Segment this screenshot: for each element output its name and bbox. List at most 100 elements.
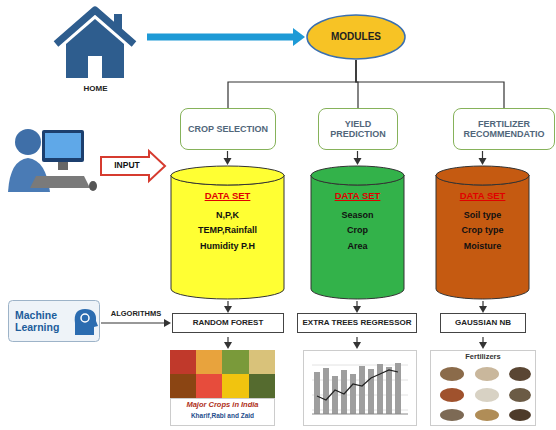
crops-photo-part <box>170 374 196 398</box>
user-computer-icon-part <box>42 130 84 162</box>
crops-photo-part <box>196 350 222 374</box>
yield-chart-part <box>312 414 408 415</box>
module-box: CROP SELECTION <box>180 108 276 150</box>
house-chimney <box>114 14 122 30</box>
dataset-cylinder: DATA SETSeasonCropArea <box>310 165 405 300</box>
house-door <box>88 56 102 78</box>
yield-chart-part <box>368 369 374 414</box>
user-computer-icon-part <box>30 176 90 188</box>
connector <box>147 28 305 46</box>
result-arrow <box>224 337 487 349</box>
node-text: FERTILIZER RECOMMENDATIO <box>460 119 548 140</box>
connector <box>356 60 504 108</box>
input-arrow: INPUT <box>100 150 166 182</box>
crops-photo-part <box>222 350 249 374</box>
node-text: CROP SELECTION <box>188 124 268 134</box>
result-arrow-part <box>353 342 361 349</box>
connector-line <box>356 60 504 108</box>
logo-head <box>75 309 98 335</box>
connector-line <box>228 60 356 108</box>
picture-caption: Kharif,Rabi and Zaid <box>172 412 273 419</box>
crops-photo-part <box>249 350 275 374</box>
yield-chart-part <box>304 351 417 426</box>
yield-chart-part <box>317 370 398 400</box>
fertilizer-photo <box>431 351 536 426</box>
node-text: N,P,K <box>216 210 239 220</box>
module-box: FERTILIZER RECOMMENDATIO <box>453 108 555 150</box>
yield-chart-part <box>377 364 383 414</box>
house-body <box>66 19 124 78</box>
fertilizer-photo-part <box>475 388 499 402</box>
arrowhead <box>164 319 171 327</box>
arrowhead <box>293 28 305 46</box>
module-box: YIELD PREDICTION <box>318 108 398 150</box>
edge-label: ALGORITHMS <box>110 310 162 319</box>
yield-chart-part <box>350 374 356 414</box>
fertilizer-photo-part <box>509 409 531 421</box>
dataset-cylinder: DATA SETSoil typeCrop typeMoisture <box>435 165 530 300</box>
home-icon: HOME <box>48 4 143 106</box>
crops-photo-part <box>196 374 222 398</box>
fertilizer-photo-part <box>431 351 536 426</box>
node-text: MODULES <box>331 31 381 43</box>
node-text: Crop <box>347 225 368 235</box>
user-computer-icon-part <box>89 181 97 191</box>
connector-line <box>101 322 165 323</box>
node-text: HOME <box>84 84 108 93</box>
yield-chart-part <box>395 363 401 414</box>
dataset-heading: DATA SET <box>205 191 251 202</box>
connector <box>224 151 232 165</box>
node-text: TEMP,Rainfall <box>198 225 257 235</box>
connector <box>354 151 362 165</box>
dataset-cylinder: DATA SET N,P,K TEMP,RainfallHumidity P.H <box>170 165 285 300</box>
crops-photo-part <box>222 374 249 398</box>
connector-line <box>357 151 358 159</box>
connector-line <box>482 151 483 159</box>
node-text: Humidity P.H <box>200 241 255 251</box>
node-text: INPUT <box>114 161 140 171</box>
connector <box>353 301 361 313</box>
arrowhead <box>224 306 232 313</box>
connector <box>101 319 171 327</box>
arrowhead <box>479 306 487 313</box>
connector <box>479 301 487 313</box>
yield-chart-part <box>359 366 365 414</box>
connector <box>479 151 487 165</box>
picture-caption: Major Crops in India <box>172 401 273 410</box>
result-arrow-part <box>224 342 232 349</box>
fertilizer-photo-part <box>509 388 531 402</box>
block-arrow-shape <box>101 151 165 181</box>
node-text: RANDOM FOREST <box>193 318 264 327</box>
cylinder-top <box>311 166 404 185</box>
arrowhead <box>354 158 362 165</box>
ellipse-shape <box>307 15 405 59</box>
logo-gear <box>81 314 89 322</box>
connector-line <box>227 151 228 159</box>
arrowhead <box>224 158 232 165</box>
cylinder-top <box>436 166 529 185</box>
connector <box>224 301 232 313</box>
node-text: Soil type <box>464 210 502 220</box>
cylinder-body <box>311 175 404 299</box>
result-arrow-part <box>479 342 487 349</box>
picture-caption: Fertilizers <box>432 353 534 362</box>
node-text: Crop type <box>461 225 503 235</box>
cylinder-body <box>436 175 529 299</box>
algorithm-box: EXTRA TREES REGRESSOR <box>297 313 417 333</box>
dataset-heading: DATA SET <box>335 191 381 202</box>
fertilizer-photo-part <box>440 409 464 421</box>
node-text: YIELD PREDICTION <box>325 119 391 140</box>
user-computer-icon-part <box>45 133 81 158</box>
crops-photo-part <box>249 374 275 398</box>
yield-chart-part <box>323 368 329 414</box>
fertilizer-photo-part <box>475 367 499 381</box>
node-text: Machine Learning <box>15 309 70 333</box>
fertilizer-photo-part <box>440 367 464 381</box>
node-text: Moisture <box>464 241 502 251</box>
node-text: Area <box>347 241 367 251</box>
node-text: EXTRA TREES REGRESSOR <box>302 318 411 327</box>
connector <box>228 60 356 108</box>
user-computer-icon-part <box>15 129 41 155</box>
